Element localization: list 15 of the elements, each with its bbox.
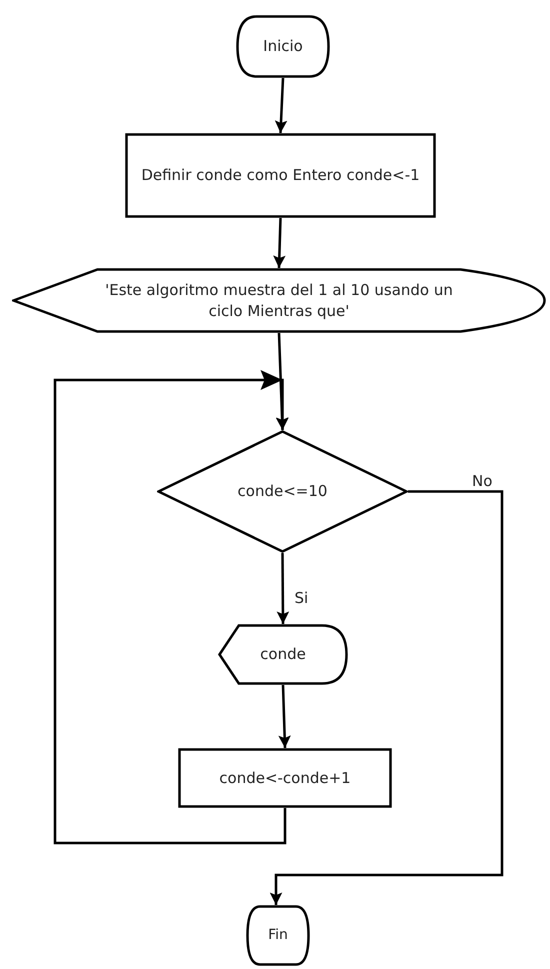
edge-label: No <box>470 474 494 488</box>
node-text: Inicio <box>263 36 303 57</box>
process-box <box>178 748 392 808</box>
node-text: Fin <box>268 926 288 945</box>
node-text: 'Este algoritmo muestra del 1 al 10 usando un ciclo Mientras que' <box>104 280 454 322</box>
display-shape <box>218 624 348 685</box>
node-text: conde<=10 <box>238 481 328 502</box>
node-text: conde <box>260 644 306 665</box>
process-box <box>125 133 436 218</box>
terminal-shape <box>236 15 330 78</box>
display-shape <box>12 268 546 333</box>
terminal-shape <box>246 905 310 966</box>
decision-diamond <box>157 430 408 553</box>
node-text: Definir conde como Entero conde<-1 <box>141 165 420 186</box>
node-text: conde<-conde+1 <box>219 768 351 788</box>
